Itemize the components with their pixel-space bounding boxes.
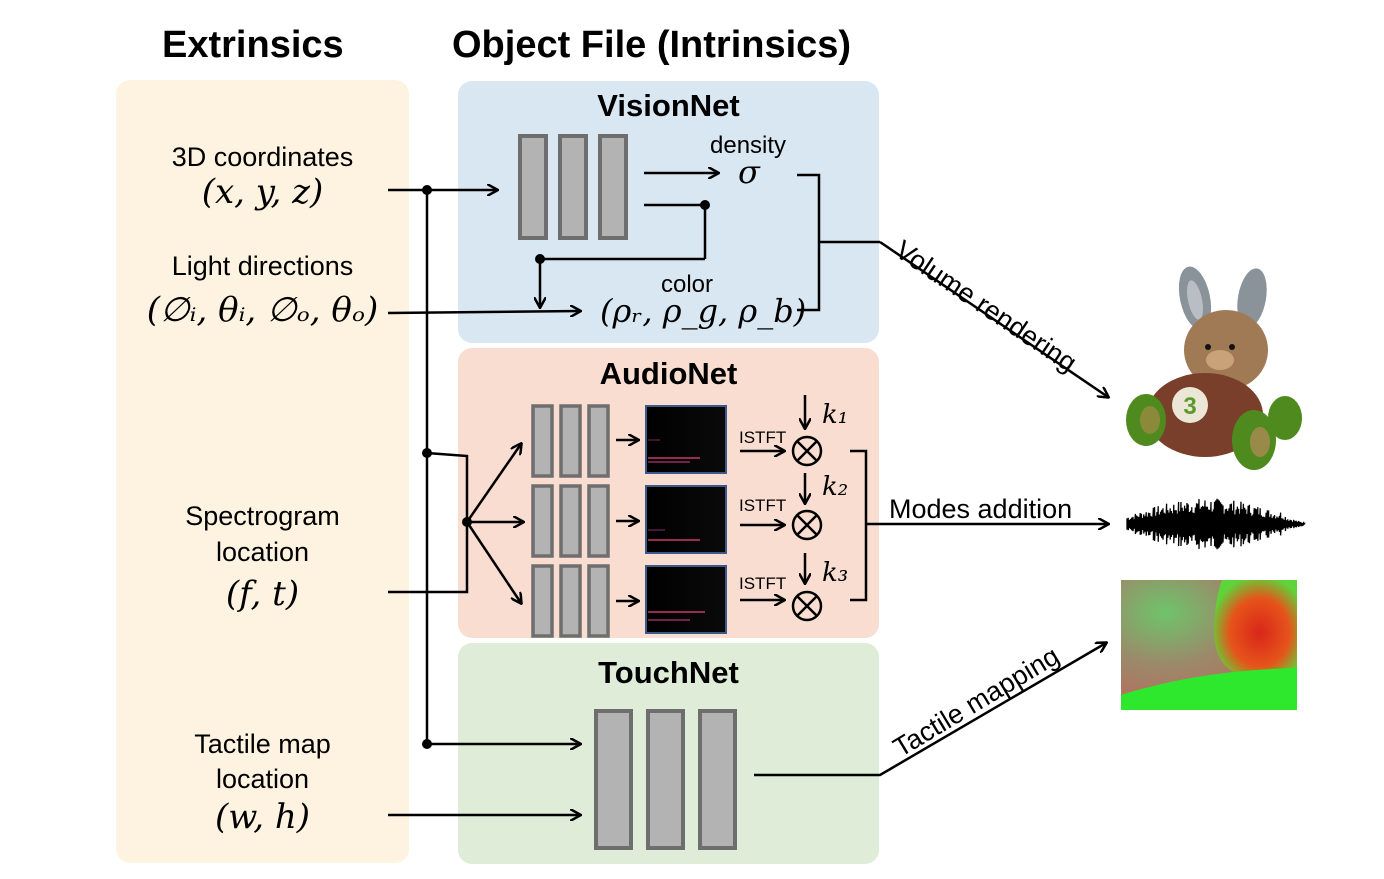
- k3-label: k₃: [822, 558, 849, 588]
- tactile-label-2: location: [215, 764, 310, 794]
- color-math: (ρᵣ, ρ_g, ρ_b): [600, 292, 807, 330]
- light-math: (∅ᵢ, θᵢ, ∅ₒ, θₒ): [146, 290, 379, 330]
- extrinsics-panel: [116, 80, 409, 863]
- light-label: Light directions: [171, 251, 354, 281]
- spectrogram-label-2: location: [215, 537, 310, 567]
- visionnet-title: VisionNet: [597, 88, 740, 123]
- istft-label-3: ISTFT: [739, 574, 787, 593]
- toy-rabbit-car-image: 3: [1126, 266, 1302, 470]
- svg-text:3: 3: [1183, 393, 1196, 420]
- junction-dots: [422, 185, 710, 749]
- audionet-title: AudioNet: [599, 356, 738, 391]
- tactile-label-1: Tactile map: [194, 729, 331, 759]
- k2-label: k₂: [822, 472, 849, 502]
- color-label: color: [661, 271, 714, 298]
- coords-math: (x, y, z): [201, 172, 324, 212]
- spectrogram-label-1: Spectrogram: [185, 501, 340, 531]
- audionet-layers: [531, 404, 610, 638]
- audio-waveform-image: [1126, 498, 1306, 550]
- istft-label-1: ISTFT: [739, 428, 787, 447]
- spectrogram-images: [645, 405, 727, 634]
- tactile-map-image: [1121, 580, 1297, 710]
- multiply-icons: [791, 435, 823, 622]
- coords-label: 3D coordinates: [171, 142, 354, 172]
- k1-label: k₁: [822, 400, 849, 430]
- density-label: density: [710, 132, 787, 159]
- density-symbol: σ: [738, 153, 760, 191]
- touchnet-layers: [594, 709, 737, 850]
- spectrogram-math: (f, t): [225, 574, 300, 614]
- object-file-header: Object File (Intrinsics): [452, 24, 852, 66]
- extrinsics-header: Extrinsics: [162, 24, 344, 66]
- touchnet-title: TouchNet: [598, 655, 739, 690]
- modes-addition-label: Modes addition: [889, 494, 1073, 524]
- istft-label-2: ISTFT: [739, 496, 787, 515]
- visionnet-layers: [518, 134, 628, 240]
- tactile-math: (w, h): [214, 797, 311, 837]
